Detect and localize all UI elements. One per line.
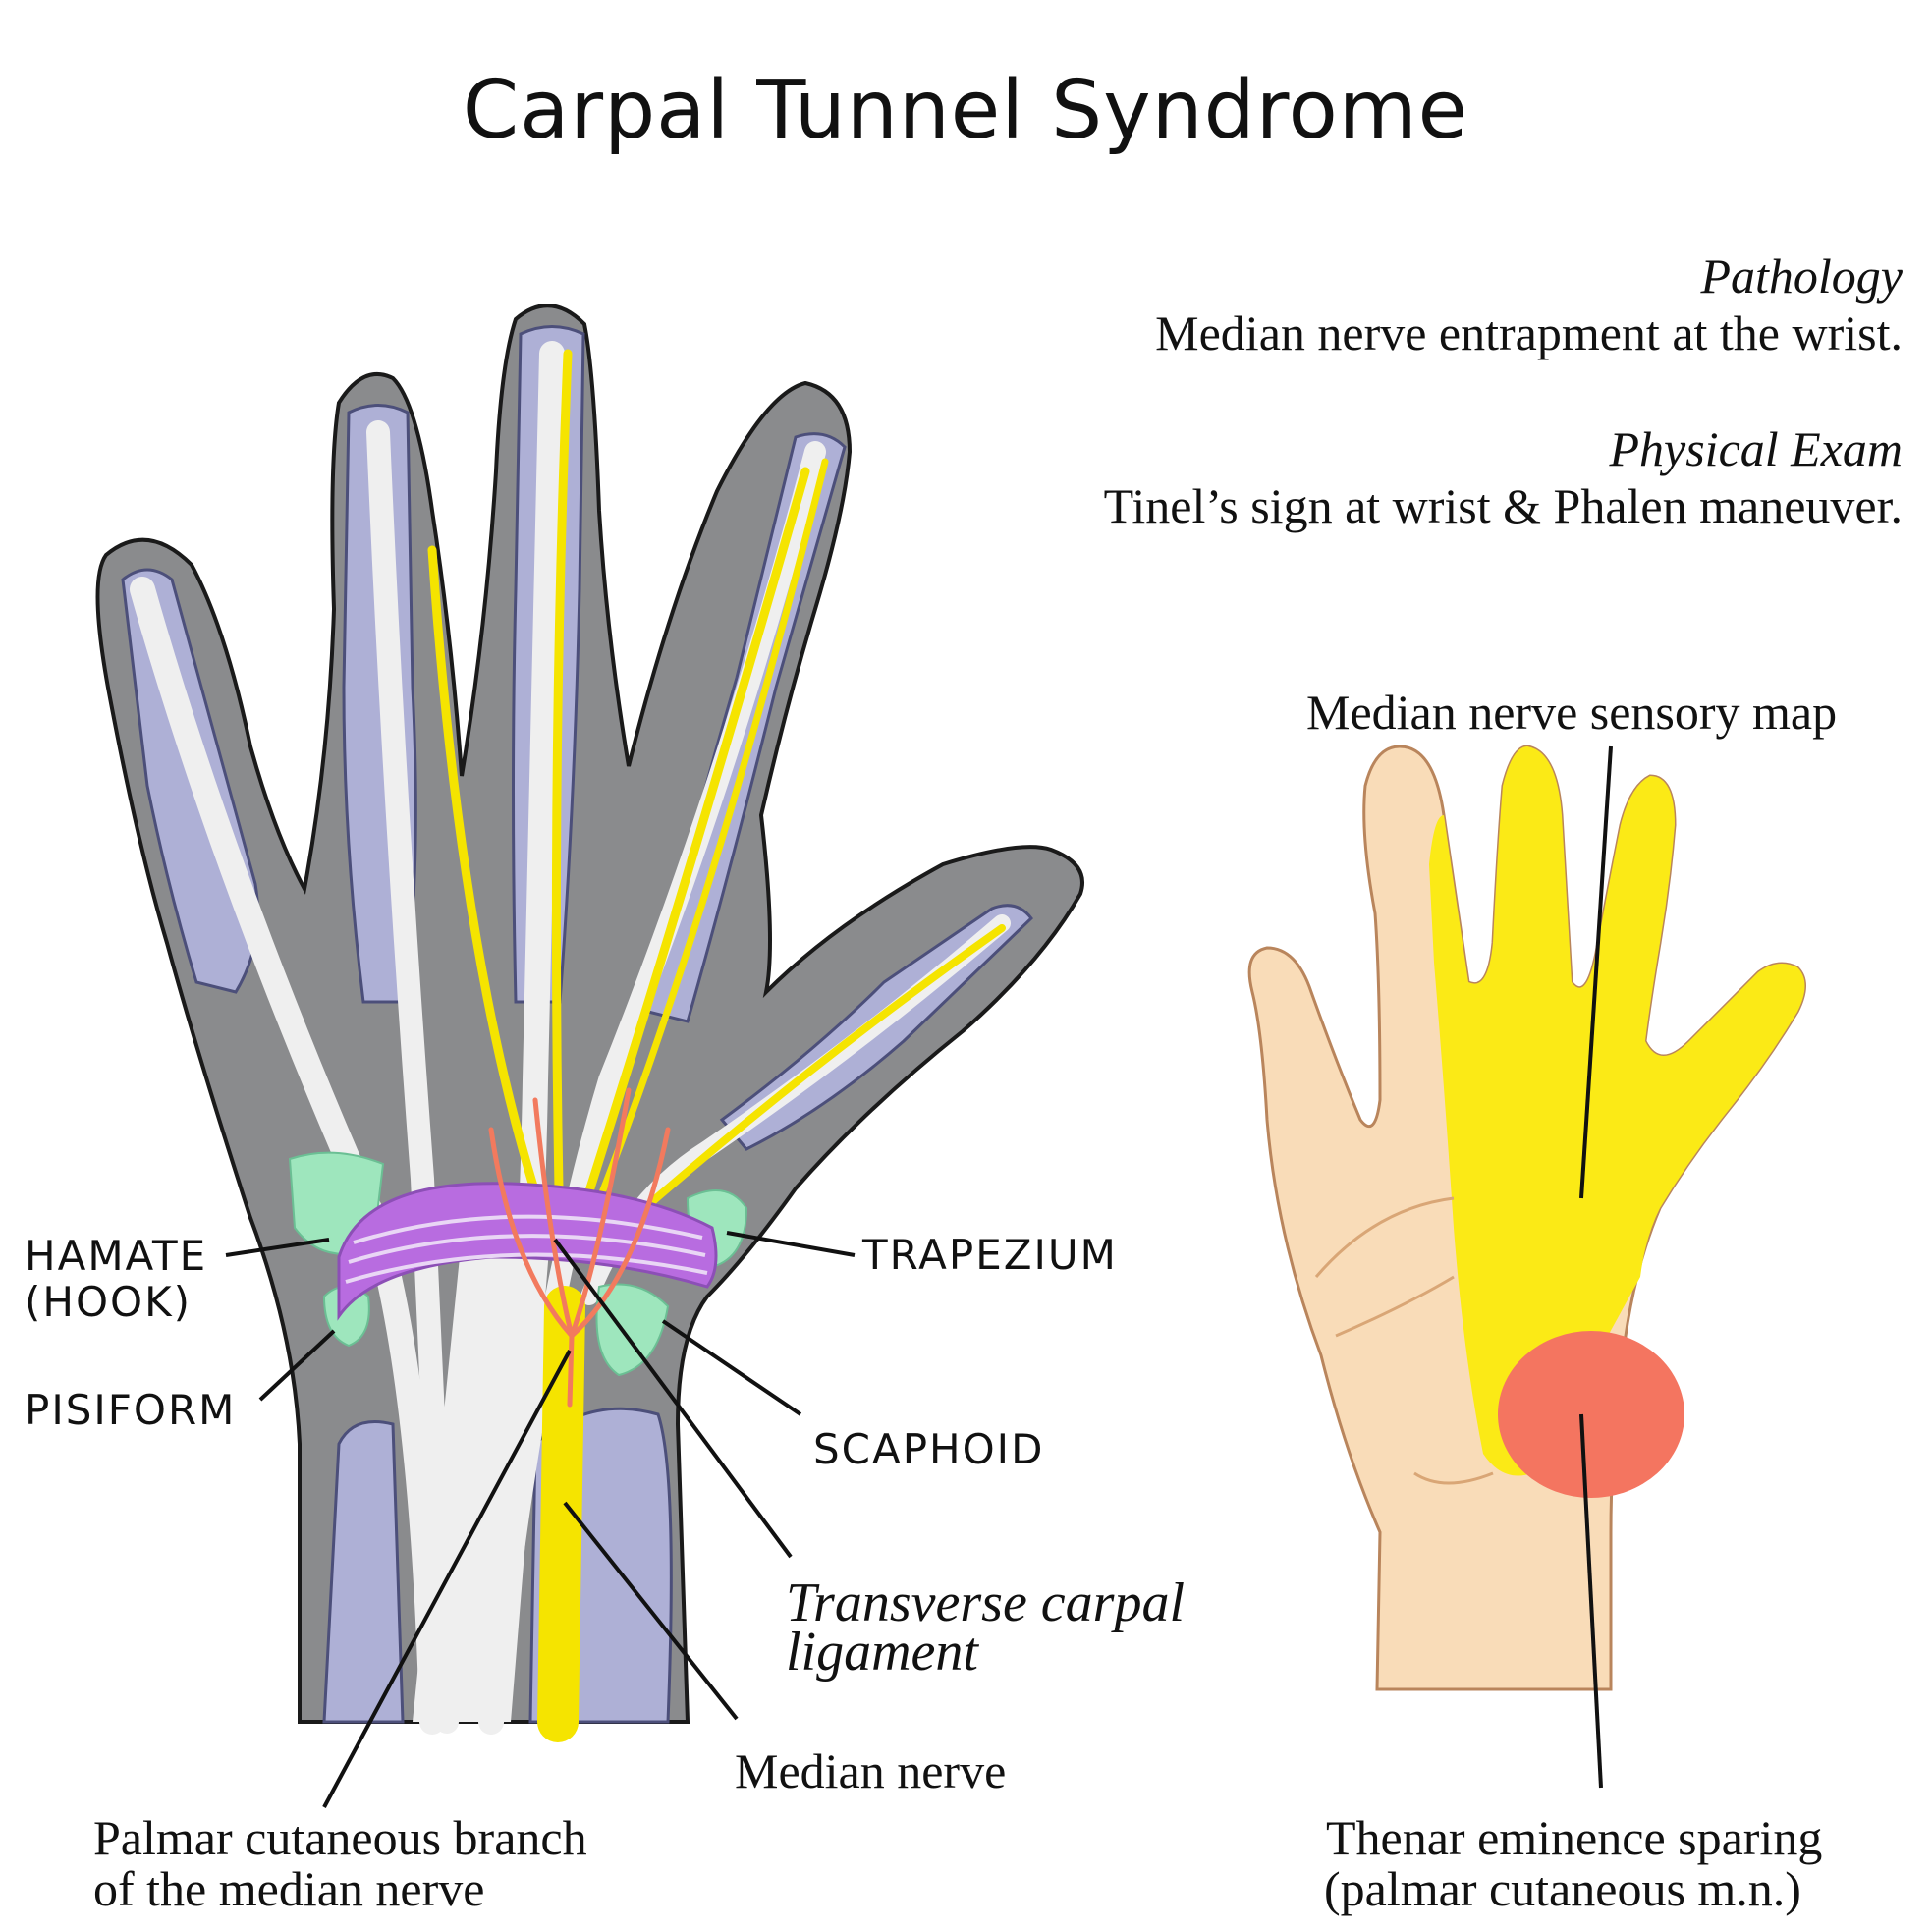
palm-creases — [1314, 1196, 1494, 1485]
anatomy-hand — [95, 304, 1084, 1742]
leader-lines-right — [1579, 745, 1613, 1789]
leader-lines-left — [225, 1231, 856, 1808]
leader-scaphoid — [661, 1319, 802, 1416]
label-palmar-branch-line1: Palmar cutaneous branch — [93, 1810, 587, 1865]
leader-median-nerve — [563, 1501, 739, 1721]
pathology-text: Median nerve entrapment at the wrist. — [1155, 305, 1903, 360]
label-hamate: Hamate — [25, 1232, 207, 1280]
label-sparing-line1: Thenar eminence sparing — [1326, 1810, 1822, 1865]
page-title: Carpal Tunnel Syndrome — [463, 64, 1468, 157]
leader-pisiform — [258, 1329, 336, 1402]
label-scaphoid: Scaphoid — [813, 1425, 1044, 1473]
anatomy-labels: Hamate (hook) Pisiform Trapezium Scaphoi… — [25, 1231, 1185, 1916]
exam-text: Tinel’s sign at wrist & Phalen maneuver. — [1104, 478, 1903, 533]
thenar-sparing-zone — [1498, 1331, 1684, 1498]
leader-thenar-sparing — [1579, 1413, 1603, 1789]
label-pisiform: Pisiform — [25, 1386, 236, 1434]
leader-sensory-map — [1579, 745, 1613, 1199]
median-nerve-trunk — [537, 1286, 585, 1742]
label-ligament-line2: ligament — [786, 1622, 979, 1683]
median-sensory-area — [1429, 746, 1805, 1476]
label-sparing-line2: (palmar cutaneous m.n.) — [1324, 1861, 1801, 1916]
tendon-wide — [413, 1238, 550, 1722]
label-trapezium: Trapezium — [861, 1231, 1118, 1279]
tendon-index — [500, 441, 826, 1582]
pathology-heading: Pathology — [1699, 248, 1903, 304]
leader-trapezium — [726, 1231, 856, 1257]
nerve-branch-middle-b — [570, 467, 810, 1242]
label-sensory-map: Median nerve sensory map — [1306, 685, 1837, 740]
info-block: Pathology Median nerve entrapment at the… — [1104, 248, 1904, 533]
label-hamate-hook: (hook) — [25, 1278, 192, 1326]
label-median-nerve: Median nerve — [735, 1743, 1006, 1798]
exam-heading: Physical Exam — [1608, 421, 1903, 476]
nerve-branch-middle-a — [551, 349, 573, 1242]
leader-palmar-branch — [322, 1350, 572, 1808]
label-ligament-line1: Transverse carpal — [786, 1573, 1185, 1633]
nerve-branch-ring — [427, 545, 555, 1242]
sensory-map-hand — [1247, 745, 1806, 1691]
palmar-cutaneous-branch — [488, 1087, 671, 1408]
leader-hamate — [225, 1238, 330, 1257]
label-palmar-branch-line2: of the median nerve — [93, 1861, 484, 1916]
leader-ligament — [553, 1238, 793, 1559]
transverse-carpal-ligament — [337, 1182, 718, 1321]
ulna-bone — [322, 1420, 405, 1724]
